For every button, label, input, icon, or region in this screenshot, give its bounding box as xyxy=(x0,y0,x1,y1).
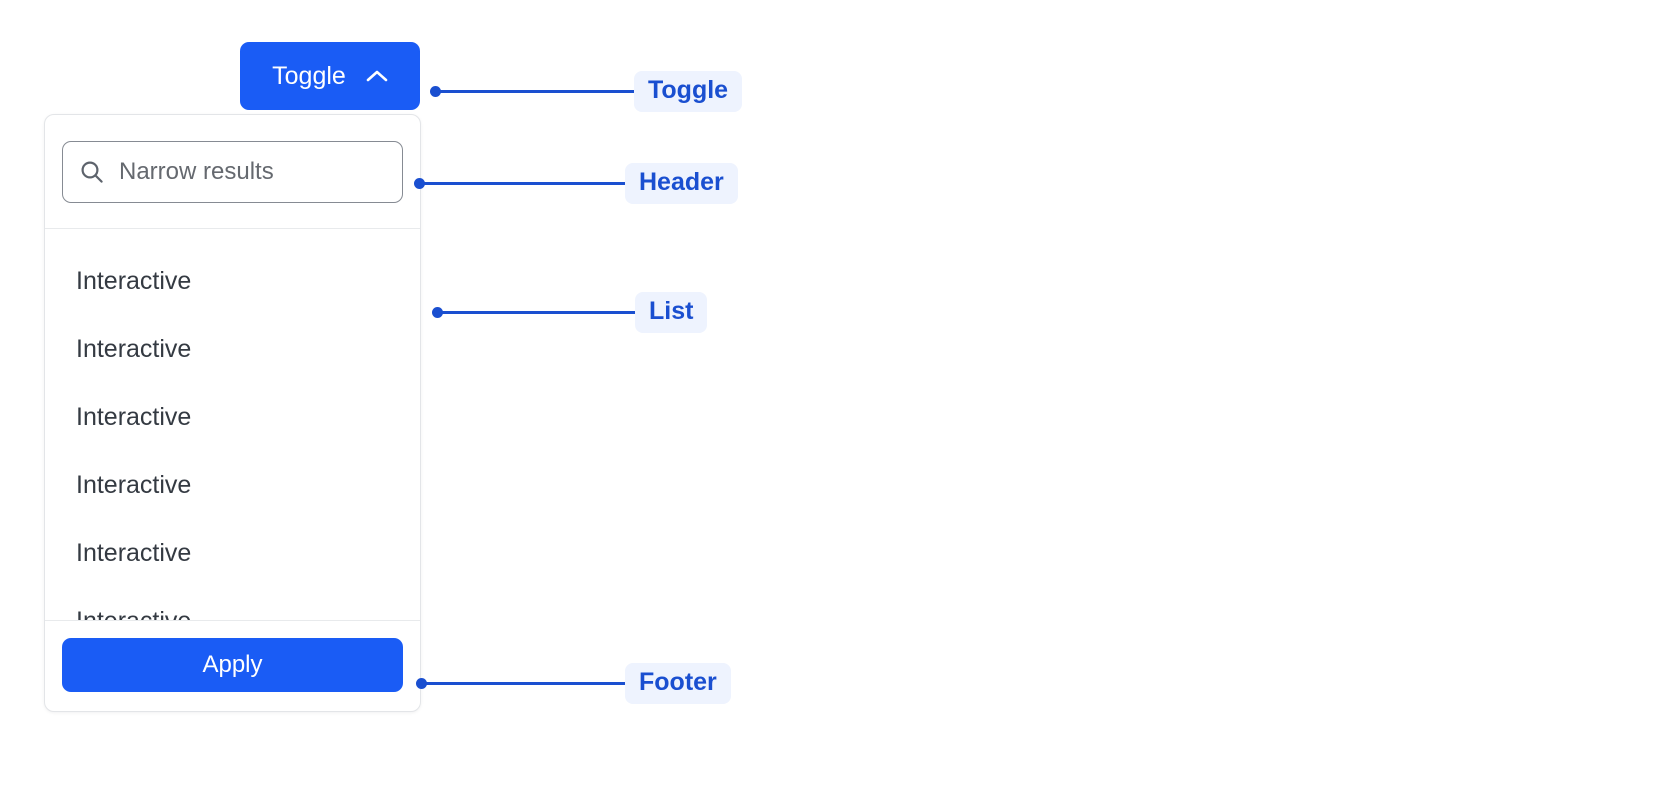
annotation-label-footer: Footer xyxy=(625,663,731,704)
dropdown-header: Narrow results xyxy=(45,115,420,229)
search-input[interactable]: Narrow results xyxy=(62,141,403,203)
chevron-up-icon xyxy=(366,69,388,83)
annotation-leader-line xyxy=(440,90,635,93)
list-item[interactable]: Interactive xyxy=(45,519,420,587)
annotation-toggle: Toggle xyxy=(430,71,743,112)
list-item-label: Interactive xyxy=(76,470,192,499)
list-item-label: Interactive xyxy=(76,266,192,295)
annotation-footer: Footer xyxy=(416,663,731,704)
annotation-leader-line xyxy=(424,182,626,185)
list-item[interactable]: Interactive xyxy=(45,587,420,621)
apply-button[interactable]: Apply xyxy=(62,638,403,692)
list-item[interactable]: Interactive xyxy=(45,315,420,383)
list-item-label: Interactive xyxy=(76,334,192,363)
annotation-label-toggle: Toggle xyxy=(634,71,743,112)
search-input-placeholder: Narrow results xyxy=(119,158,274,185)
annotation-dot-icon xyxy=(432,307,443,318)
list-item-label: Interactive xyxy=(76,402,192,431)
list-item[interactable]: Interactive xyxy=(45,383,420,451)
toggle-button-label: Toggle xyxy=(272,61,346,90)
list-item[interactable]: Interactive xyxy=(45,451,420,519)
list-item[interactable]: Interactive xyxy=(45,247,420,315)
annotation-leader-line xyxy=(426,682,626,685)
annotation-label-header: Header xyxy=(625,163,738,204)
annotation-leader-line xyxy=(442,311,636,314)
dropdown-panel: Narrow results Interactive Interactive I… xyxy=(44,114,421,712)
list-item-label: Interactive xyxy=(76,538,192,567)
annotation-label-list: List xyxy=(635,292,708,333)
dropdown-list: Interactive Interactive Interactive Inte… xyxy=(45,229,420,621)
search-icon xyxy=(79,159,105,185)
annotation-list: List xyxy=(432,292,708,333)
annotation-header: Header xyxy=(414,163,738,204)
toggle-button[interactable]: Toggle xyxy=(240,42,420,110)
list-item-label: Interactive xyxy=(76,607,191,621)
annotation-dot-icon xyxy=(430,86,441,97)
dropdown-footer: Apply xyxy=(45,620,420,711)
